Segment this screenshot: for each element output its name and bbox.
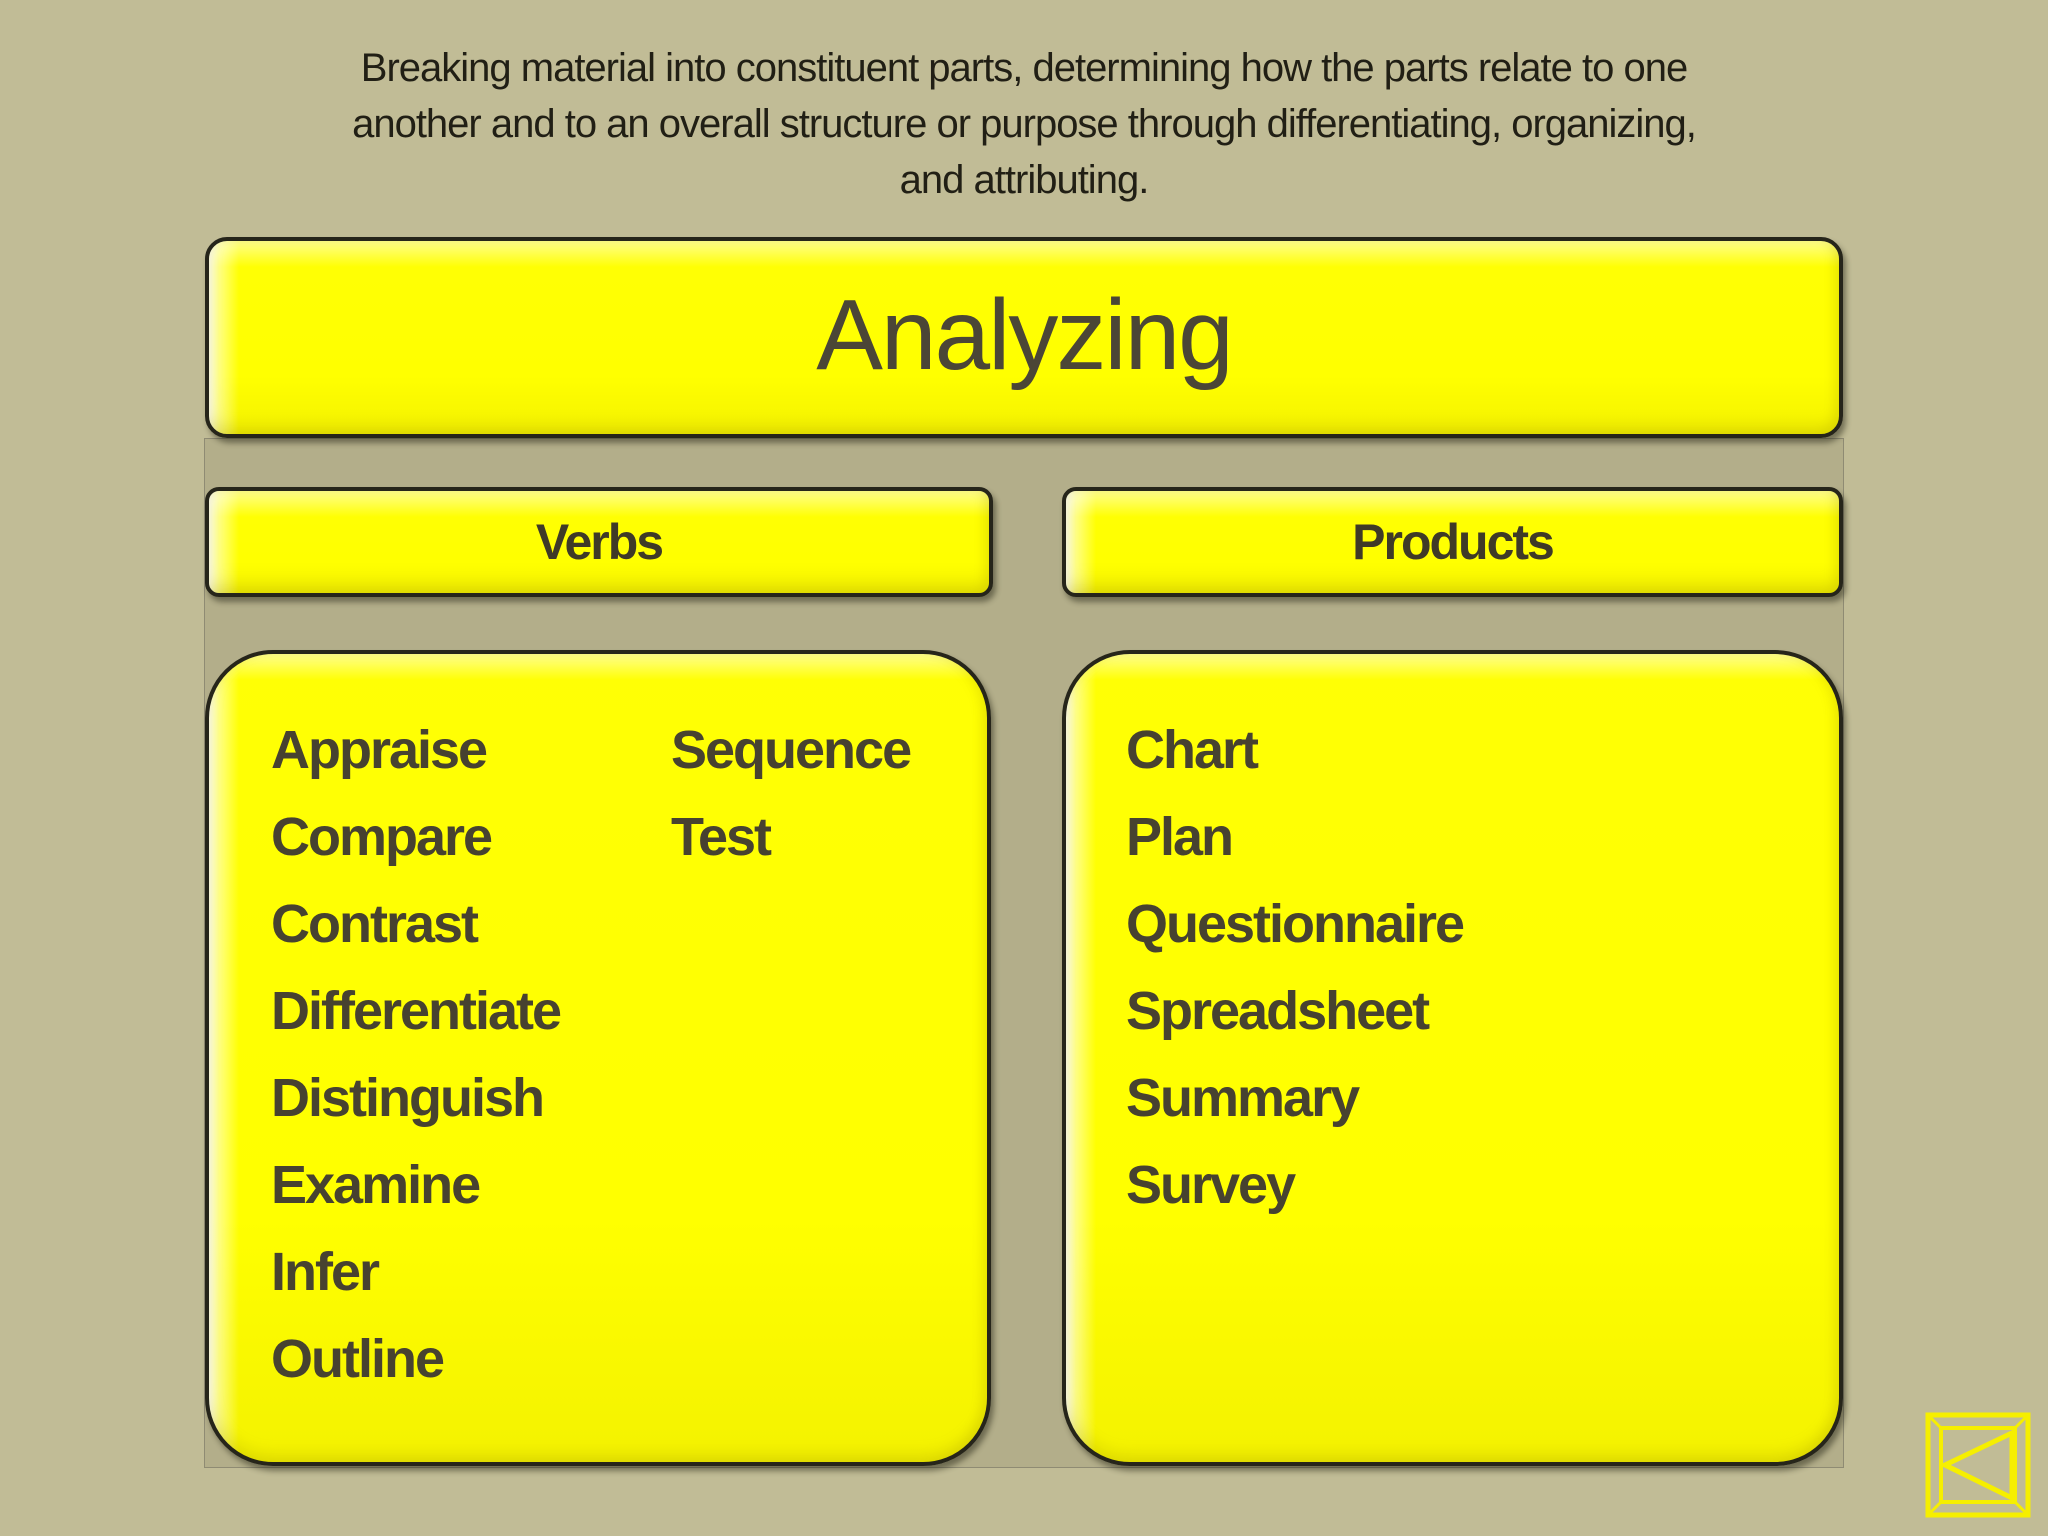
product-item: Spreadsheet <box>1126 980 1430 1041</box>
description-line: Breaking material into constituent parts… <box>360 46 1688 90</box>
verb-item: Test <box>671 806 772 867</box>
product-item: Survey <box>1126 1154 1296 1215</box>
description-line: another and to an overall structure or p… <box>352 102 1697 146</box>
product-item: Chart <box>1126 719 1259 780</box>
title-box: Analyzing <box>205 237 1843 438</box>
verb-item: Contrast <box>271 893 479 954</box>
verb-item: Appraise <box>271 719 488 780</box>
verb-item: Compare <box>271 806 493 867</box>
product-item: Questionnaire <box>1126 893 1465 954</box>
description-line: and attributing. <box>899 158 1150 202</box>
page-title: Analyzing <box>816 278 1234 391</box>
back-triangle-icon <box>1925 1412 2031 1518</box>
verb-item: Distinguish <box>271 1067 545 1128</box>
verb-item: Sequence <box>671 719 912 780</box>
verb-item: Differentiate <box>271 980 562 1041</box>
verbs-header-box: Verbs <box>205 487 993 597</box>
products-header-box: Products <box>1062 487 1843 597</box>
slide-description: Breaking material into constituent parts… <box>234 40 1814 208</box>
verb-item: Outline <box>271 1328 445 1389</box>
verb-item: Examine <box>271 1154 481 1215</box>
product-item: Summary <box>1126 1067 1360 1128</box>
verb-item: Infer <box>271 1241 380 1302</box>
verbs-header-label: Verbs <box>535 514 664 570</box>
products-header-label: Products <box>1352 514 1555 570</box>
previous-slide-button[interactable] <box>1925 1412 2031 1518</box>
product-item: Plan <box>1126 806 1234 867</box>
